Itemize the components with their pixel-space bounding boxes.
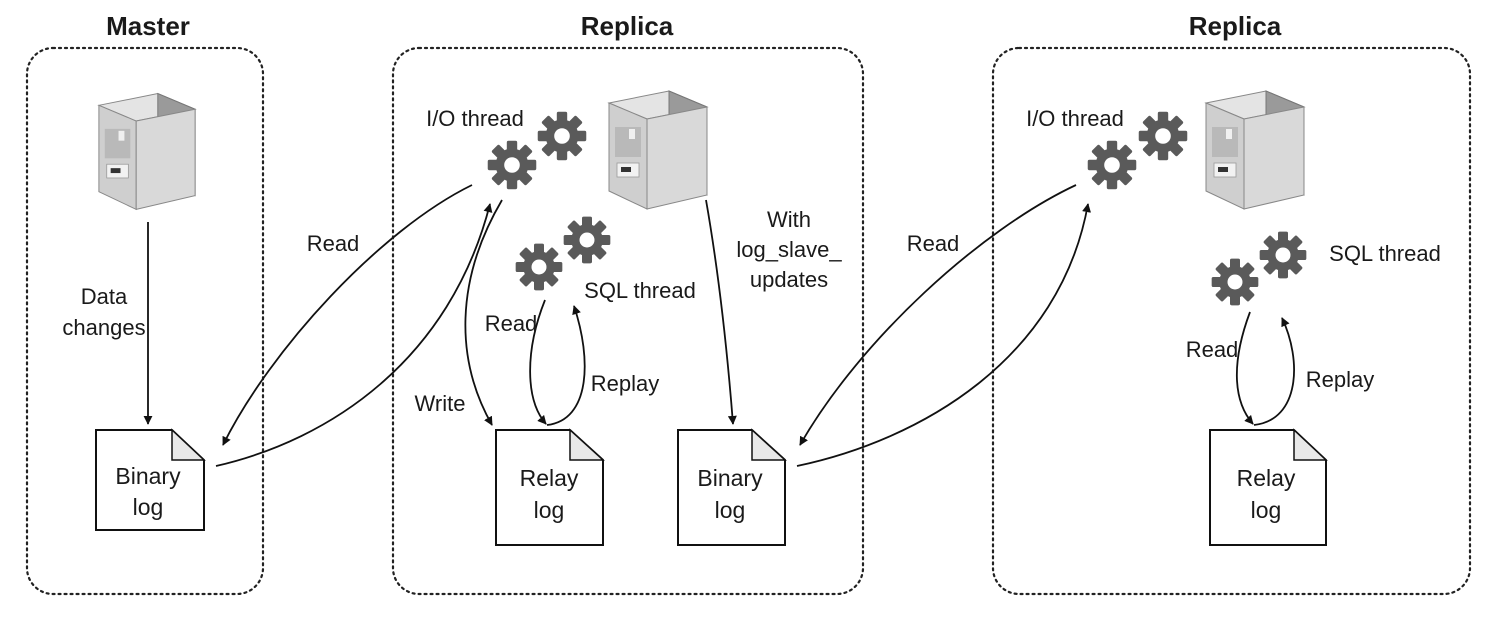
- master-binary-log-line2: log: [133, 494, 164, 520]
- replica-2-sql-gear-icon: [1211, 258, 1259, 306]
- replica-2-replay-arrow: [1253, 317, 1295, 426]
- master-binary-log-line1: Binary: [115, 463, 181, 489]
- replica-1-relay-log-line1: Relay: [520, 465, 579, 491]
- replica-1-read-label: Read: [485, 311, 538, 336]
- replica-1-server-icon: [608, 90, 708, 210]
- replica-2-relay-log-line1: Relay: [1237, 465, 1296, 491]
- replica-2-replay-label: Replay: [1306, 367, 1374, 392]
- replica-2-title: Replica: [1189, 11, 1282, 41]
- replica-2-relay-log-line2: log: [1251, 497, 1282, 523]
- data-changes-label-line2: changes: [62, 315, 145, 340]
- master-binary-log-document-icon: Binary log: [95, 428, 206, 531]
- replica-2-sql-thread-label: SQL thread: [1329, 241, 1441, 266]
- replica-1-sql-thread-label: SQL thread: [584, 278, 696, 303]
- replica-1-binary-log-line1: Binary: [697, 465, 763, 491]
- master-read-label: Read: [307, 231, 360, 256]
- replica-2-read-arrow-to-io: [796, 203, 1091, 467]
- replica-1-title: Replica: [581, 11, 674, 41]
- replica-1-io-gear-icon: [487, 140, 537, 190]
- replica-2-server-icon: [1205, 90, 1305, 210]
- replica-2-io-gear-icon: [1138, 111, 1188, 161]
- replica-2-io-thread-label: I/O thread: [1026, 106, 1124, 131]
- replica-1-write-label: Write: [415, 391, 466, 416]
- replica-1-write-arrow: [464, 199, 503, 426]
- replica-2-read-label: Read: [907, 231, 960, 256]
- replica-2-read-relay-label: Read: [1186, 337, 1239, 362]
- replica-2-relay-log-document-icon: Relay log: [1209, 428, 1328, 546]
- master-read-arrow-to-binlog: [222, 184, 473, 446]
- replica-1-relay-log-line2: log: [534, 497, 565, 523]
- data-changes-label-line1: Data: [81, 284, 128, 309]
- replica-2-io-gear-icon: [1087, 140, 1137, 190]
- replica-1-relay-log-document-icon: Relay log: [495, 428, 605, 546]
- replica-2-sql-gear-icon: [1259, 231, 1307, 279]
- replica-2-read-arrow-to-binlog: [799, 184, 1077, 446]
- replica-1-binary-log-document-icon: Binary log: [677, 428, 787, 546]
- master-panel: [25, 46, 265, 596]
- master-server-icon: [98, 93, 196, 210]
- log-slave-updates-label-line2: log_slave_: [736, 237, 842, 262]
- replica-1-read-relay-arrow: [529, 299, 547, 425]
- master-title: Master: [106, 11, 190, 41]
- log-slave-updates-label-line1: With: [767, 207, 811, 232]
- replica-1-replay-arrow: [546, 305, 586, 426]
- replica-1-sql-gear-icon: [515, 243, 563, 291]
- log-slave-updates-label-line3: updates: [750, 267, 828, 292]
- replica-2-read-relay-arrow: [1235, 311, 1254, 425]
- master-read-arrow-to-io: [215, 203, 493, 467]
- replica-1-binary-log-line2: log: [715, 497, 746, 523]
- replica-1-io-thread-label: I/O thread: [426, 106, 524, 131]
- replica-1-replay-label: Replay: [591, 371, 659, 396]
- replica-1-log-slave-updates-arrow: [705, 199, 737, 425]
- replica-1-sql-gear-icon: [563, 216, 611, 264]
- replica-1-io-gear-icon: [537, 111, 587, 161]
